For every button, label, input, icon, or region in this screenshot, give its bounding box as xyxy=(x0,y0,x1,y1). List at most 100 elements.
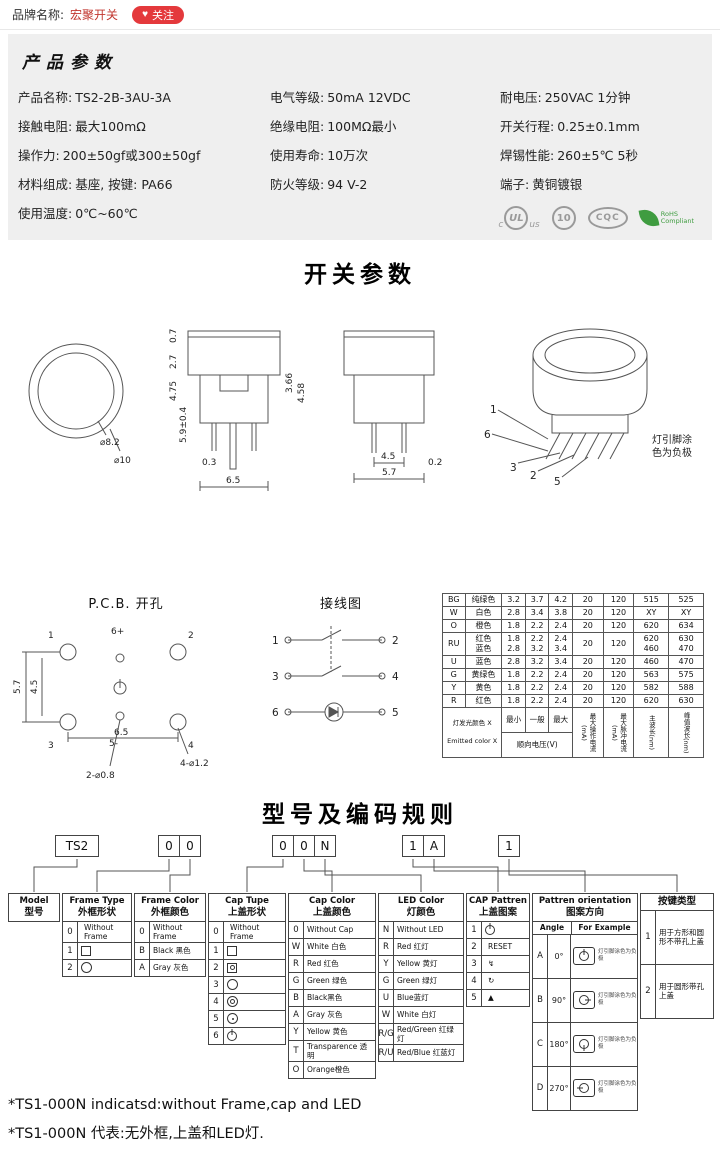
cap-type-row: 1 xyxy=(208,942,286,960)
pin-label: 2 xyxy=(392,635,399,647)
param-label: 焊锡性能: xyxy=(500,148,555,163)
table-cap-type: Cap Tupe 上盖形状 0 Without Frame 1 xyxy=(208,893,286,1045)
dim-label: 0.3 xyxy=(202,458,216,468)
rohs-text: RoHS xyxy=(660,209,678,218)
table-led-color: LED Color 灯颜色 N Without LED R Red 红灯 xyxy=(378,893,464,1062)
switch-params-title: 开关参数 xyxy=(304,262,416,288)
power-icon xyxy=(113,679,127,695)
led-code: BG xyxy=(442,593,466,607)
orientation-row: D 270° 灯引脚涂色为负极 xyxy=(532,1066,638,1111)
vf-max: 2.4 xyxy=(548,694,573,708)
param-value: 260±5℃ 5秒 xyxy=(557,148,638,163)
footnotes: *TS1-000N indicatsd:without Frame,cap an… xyxy=(8,1091,361,1149)
vf-min: 2.8 xyxy=(501,606,526,620)
dim-label: 5.7 xyxy=(13,680,23,694)
vf-typ: 3.4 xyxy=(524,606,550,620)
led-color-name: 纯绿色 xyxy=(464,593,503,607)
follow-button[interactable]: ♥ 关注 xyxy=(132,5,184,24)
param-cell: 端子:黄铜镀银 xyxy=(500,174,702,193)
coding-tables: Model 型号 Frame Type 外框形状 0 Without Frame xyxy=(0,893,720,1117)
max-op-current: 20 xyxy=(571,632,604,656)
dim-label: ⌀8.2 xyxy=(100,438,120,448)
hole-callout: 4-⌀1.2 xyxy=(180,759,209,769)
cap-color-row: G Green 绿色 xyxy=(288,972,376,990)
footnote-en: *TS1-000N indicatsd:without Frame,cap an… xyxy=(8,1097,362,1113)
wiring-diagram: 接线图 1 2 3 4 6 5 xyxy=(248,593,434,745)
code-box-led-color: N xyxy=(314,835,336,857)
vf-min: 1.8 xyxy=(501,668,526,682)
cap-type-row: 3 xyxy=(208,976,286,994)
peak-wavelength-label: 峰值波长(nm) xyxy=(668,707,704,758)
pad-label: 6+ xyxy=(111,627,124,637)
cap-type-row: 4 xyxy=(208,993,286,1011)
table-cap-pattern: CAP Pattren 上盖图案 1 2 RESET 3 xyxy=(466,893,530,1007)
heart-icon: ♥ xyxy=(142,8,148,20)
led-table-footer-row2: 顺向电压(V) xyxy=(443,732,704,758)
code-box-frame-type: 0 xyxy=(158,835,180,857)
pin-label: 3 xyxy=(272,671,279,683)
cap-type-row: 0 Without Frame xyxy=(208,921,286,943)
orientation-subheader: Angle For Example xyxy=(532,921,638,935)
key-type-row: 2 用于圆形带孔上盖 xyxy=(640,964,714,1019)
orientation-example-icon xyxy=(573,1079,595,1097)
cap-pattern-row: 5 ▲ xyxy=(466,989,530,1007)
cap-shape-icon xyxy=(227,962,237,973)
param-value: 50mA 12VDC xyxy=(327,90,411,105)
frame-shape-icon xyxy=(81,962,92,973)
orientation-row: A 0° 灯引脚涂色为负极 xyxy=(532,934,638,979)
peak-wavelength: 525 xyxy=(668,593,704,607)
dim-label: 5.9±0.4 xyxy=(179,407,189,443)
led-table-footer-row: 灯发光颜色 X Emitted color X 最小 一般 最大 最大操作电流(… xyxy=(441,707,704,758)
wiring-schematic: 1 2 3 4 6 5 xyxy=(272,626,399,722)
param-cell: 材料组成:基座, 按键: PA66 xyxy=(18,174,266,193)
cap-shape-icon xyxy=(227,1030,237,1041)
max-pulse-current: 120 xyxy=(602,619,635,633)
dim-label: 4.75 xyxy=(169,381,179,401)
vf-max: 2.4 xyxy=(548,668,573,682)
circle-view xyxy=(28,343,124,452)
cap-color-row: O Orange橙色 xyxy=(288,1061,376,1079)
emitted-color-label-cn: 灯发光颜色 X xyxy=(452,719,492,728)
cap-pattern-row: 2 RESET xyxy=(466,938,530,956)
dominant-wavelength: XY xyxy=(633,606,670,620)
ul-us: us xyxy=(529,220,540,230)
led-table-row: W 白色 2.8 3.4 3.8 20 120 XY XY xyxy=(442,606,704,620)
code-box-cap-color: 0 xyxy=(293,835,315,857)
param-label: 端子: xyxy=(500,177,530,192)
pcb-wiring-section: P.C.B. 开孔 1 6+ 2 3 5- 4 5.7 4.5 xyxy=(0,593,720,785)
max-op-current: 20 xyxy=(571,681,604,695)
coding-rules-title: 型号及编码规则 xyxy=(262,802,458,828)
dominant-wavelength: 620 xyxy=(633,694,670,708)
param-cell: 电气等级:50mA 12VDC xyxy=(270,87,496,106)
code-connector-lines xyxy=(33,859,678,892)
led-color-name: 黄绿色 xyxy=(464,668,503,682)
param-value: 10万次 xyxy=(327,148,369,163)
cap-color-row: R Red 红色 xyxy=(288,955,376,973)
param-label: 绝缘电阻: xyxy=(270,119,325,134)
dim-label: 6.5 xyxy=(114,728,128,738)
brand-link[interactable]: 宏聚开关 xyxy=(70,8,119,22)
param-cell: 开关行程:0.25±0.1mm xyxy=(500,116,702,135)
vf-min: 1.8 xyxy=(501,694,526,708)
certification-badges: c UL us 10 CQC RoHS Compliant xyxy=(498,206,694,230)
led-polarity-note: 色为负极 xyxy=(652,446,692,459)
frame-shape-icon xyxy=(81,945,91,956)
max-op-current: 20 xyxy=(571,668,604,682)
peak-wavelength: XY xyxy=(668,606,704,620)
rohs-compliant-badge: RoHS Compliant xyxy=(638,207,694,229)
param-label: 接触电阻: xyxy=(18,119,73,134)
peak-wavelength: 470 xyxy=(668,655,704,669)
cap-shape-icon xyxy=(227,1013,238,1024)
vf-min: 1.8 xyxy=(501,619,526,633)
max-op-current: 20 xyxy=(571,619,604,633)
china-rohs-10-icon: 10 xyxy=(551,206,576,230)
pcb-drawing: 1 6+ 2 3 5- 4 5.7 4.5 6.5 4-⌀1.2 2-⌀0.8 xyxy=(13,627,209,781)
led-color-name: 橙色 xyxy=(464,619,503,633)
vf-typ: 2.2 xyxy=(524,681,550,695)
pad-label: 1 xyxy=(48,631,54,641)
cap-pattern-row: 1 xyxy=(466,921,530,939)
table-model-en: Model xyxy=(19,896,49,906)
max-op-current: 20 xyxy=(571,655,604,669)
led-code: RU xyxy=(442,632,466,656)
frame-color-row: 0 Without Frame xyxy=(134,921,206,943)
